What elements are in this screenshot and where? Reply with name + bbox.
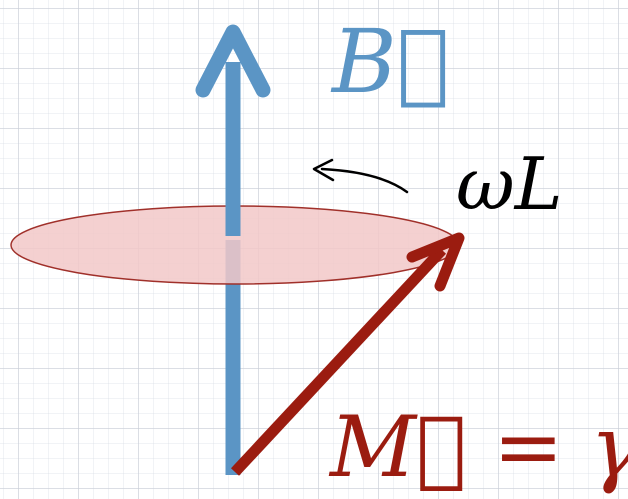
field-arrow-head: [195, 24, 271, 98]
moment-equation-label: M⃗ = γI⃗: [330, 398, 628, 496]
moment-arrow-head: [406, 232, 465, 292]
larmor-frequency-label: ωL: [456, 142, 563, 226]
field-label: B⃗: [332, 10, 450, 113]
moment-arrow-shaft: [230, 246, 447, 476]
rotation-arrow-head: [312, 158, 335, 182]
rotation-arrow: [320, 167, 409, 194]
